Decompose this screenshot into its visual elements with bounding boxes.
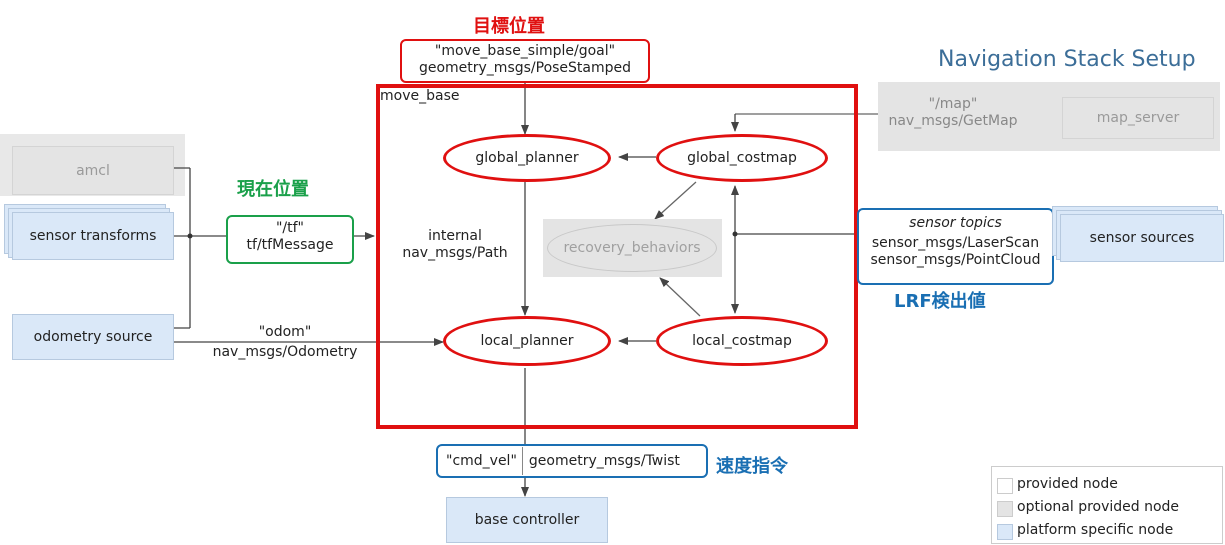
odom-type: nav_msgs/Odometry: [212, 344, 358, 360]
legend-item-optional: optional provided node: [997, 499, 1179, 517]
current-position-annotation: 現在位置: [237, 179, 309, 200]
odom-label: "odom" nav_msgs/Odometry: [200, 324, 370, 361]
page-title: Navigation Stack Setup: [938, 47, 1196, 72]
goal-topic: "move_base_simple/goal": [434, 43, 616, 59]
map-type: nav_msgs/GetMap: [888, 113, 1018, 129]
legend-item-provided: provided node: [997, 476, 1118, 494]
local-planner-node[interactable]: local_planner: [443, 316, 611, 366]
lcostmap-to-recovery: [659, 277, 701, 317]
sensor-topics-heading: sensor topics: [909, 215, 1002, 231]
recovery-behaviors-node[interactable]: recovery_behaviors: [547, 224, 717, 272]
move-base-label: move_base: [380, 88, 460, 104]
lrf-annotation: LRF検出値: [894, 291, 986, 312]
legend: provided node optional provided node pla…: [991, 466, 1223, 544]
path-internal: internal: [428, 228, 482, 244]
odom-topic: "odom": [258, 324, 312, 340]
base-controller-node[interactable]: base controller: [446, 497, 608, 543]
path-label: internal nav_msgs/Path: [395, 228, 515, 262]
legend-swatch-provided: [997, 478, 1013, 494]
goal-topic-box: "move_base_simple/goal" geometry_msgs/Po…: [400, 39, 650, 83]
cmd-topic: "cmd_vel": [446, 453, 517, 469]
odometry-source-node[interactable]: odometry source: [12, 314, 174, 360]
sensor-type-laserscan: sensor_msgs/LaserScan: [871, 235, 1040, 251]
map-topic-label: "/map" nav_msgs/GetMap: [878, 96, 1028, 130]
global-costmap-node[interactable]: global_costmap: [656, 134, 828, 182]
move-base-container: [376, 84, 858, 429]
sensor-sources-node[interactable]: sensor sources: [1060, 214, 1224, 262]
global-planner-node[interactable]: global_planner: [443, 134, 611, 182]
legend-swatch-platform: [997, 524, 1013, 540]
tf-type: tf/tfMessage: [246, 237, 334, 253]
goal-annotation: 目標位置: [473, 16, 545, 37]
legend-item-platform: platform specific node: [997, 522, 1173, 540]
goal-type: geometry_msgs/PoseStamped: [418, 60, 632, 76]
map-server-node[interactable]: map_server: [1062, 97, 1214, 139]
velocity-annotation: 速度指令: [716, 456, 788, 477]
sensor-type-pointcloud: sensor_msgs/PointCloud: [870, 252, 1041, 268]
amcl-node[interactable]: amcl: [12, 146, 174, 195]
path-type: nav_msgs/Path: [402, 245, 508, 261]
cmd-vel-box: "cmd_vel" geometry_msgs/Twist: [436, 444, 708, 478]
tf-topic: "/tf": [275, 220, 304, 236]
sensor-transforms-node[interactable]: sensor transforms: [12, 212, 174, 260]
legend-swatch-optional: [997, 501, 1013, 517]
local-costmap-node[interactable]: local_costmap: [656, 316, 828, 366]
cmd-type: geometry_msgs/Twist: [528, 453, 680, 469]
map-topic: "/map": [928, 96, 978, 112]
gcostmap-to-recovery: [654, 181, 697, 220]
sensor-topics-box: sensor topics sensor_msgs/LaserScan sens…: [857, 208, 1054, 285]
tf-topic-box: "/tf" tf/tfMessage: [226, 215, 354, 264]
